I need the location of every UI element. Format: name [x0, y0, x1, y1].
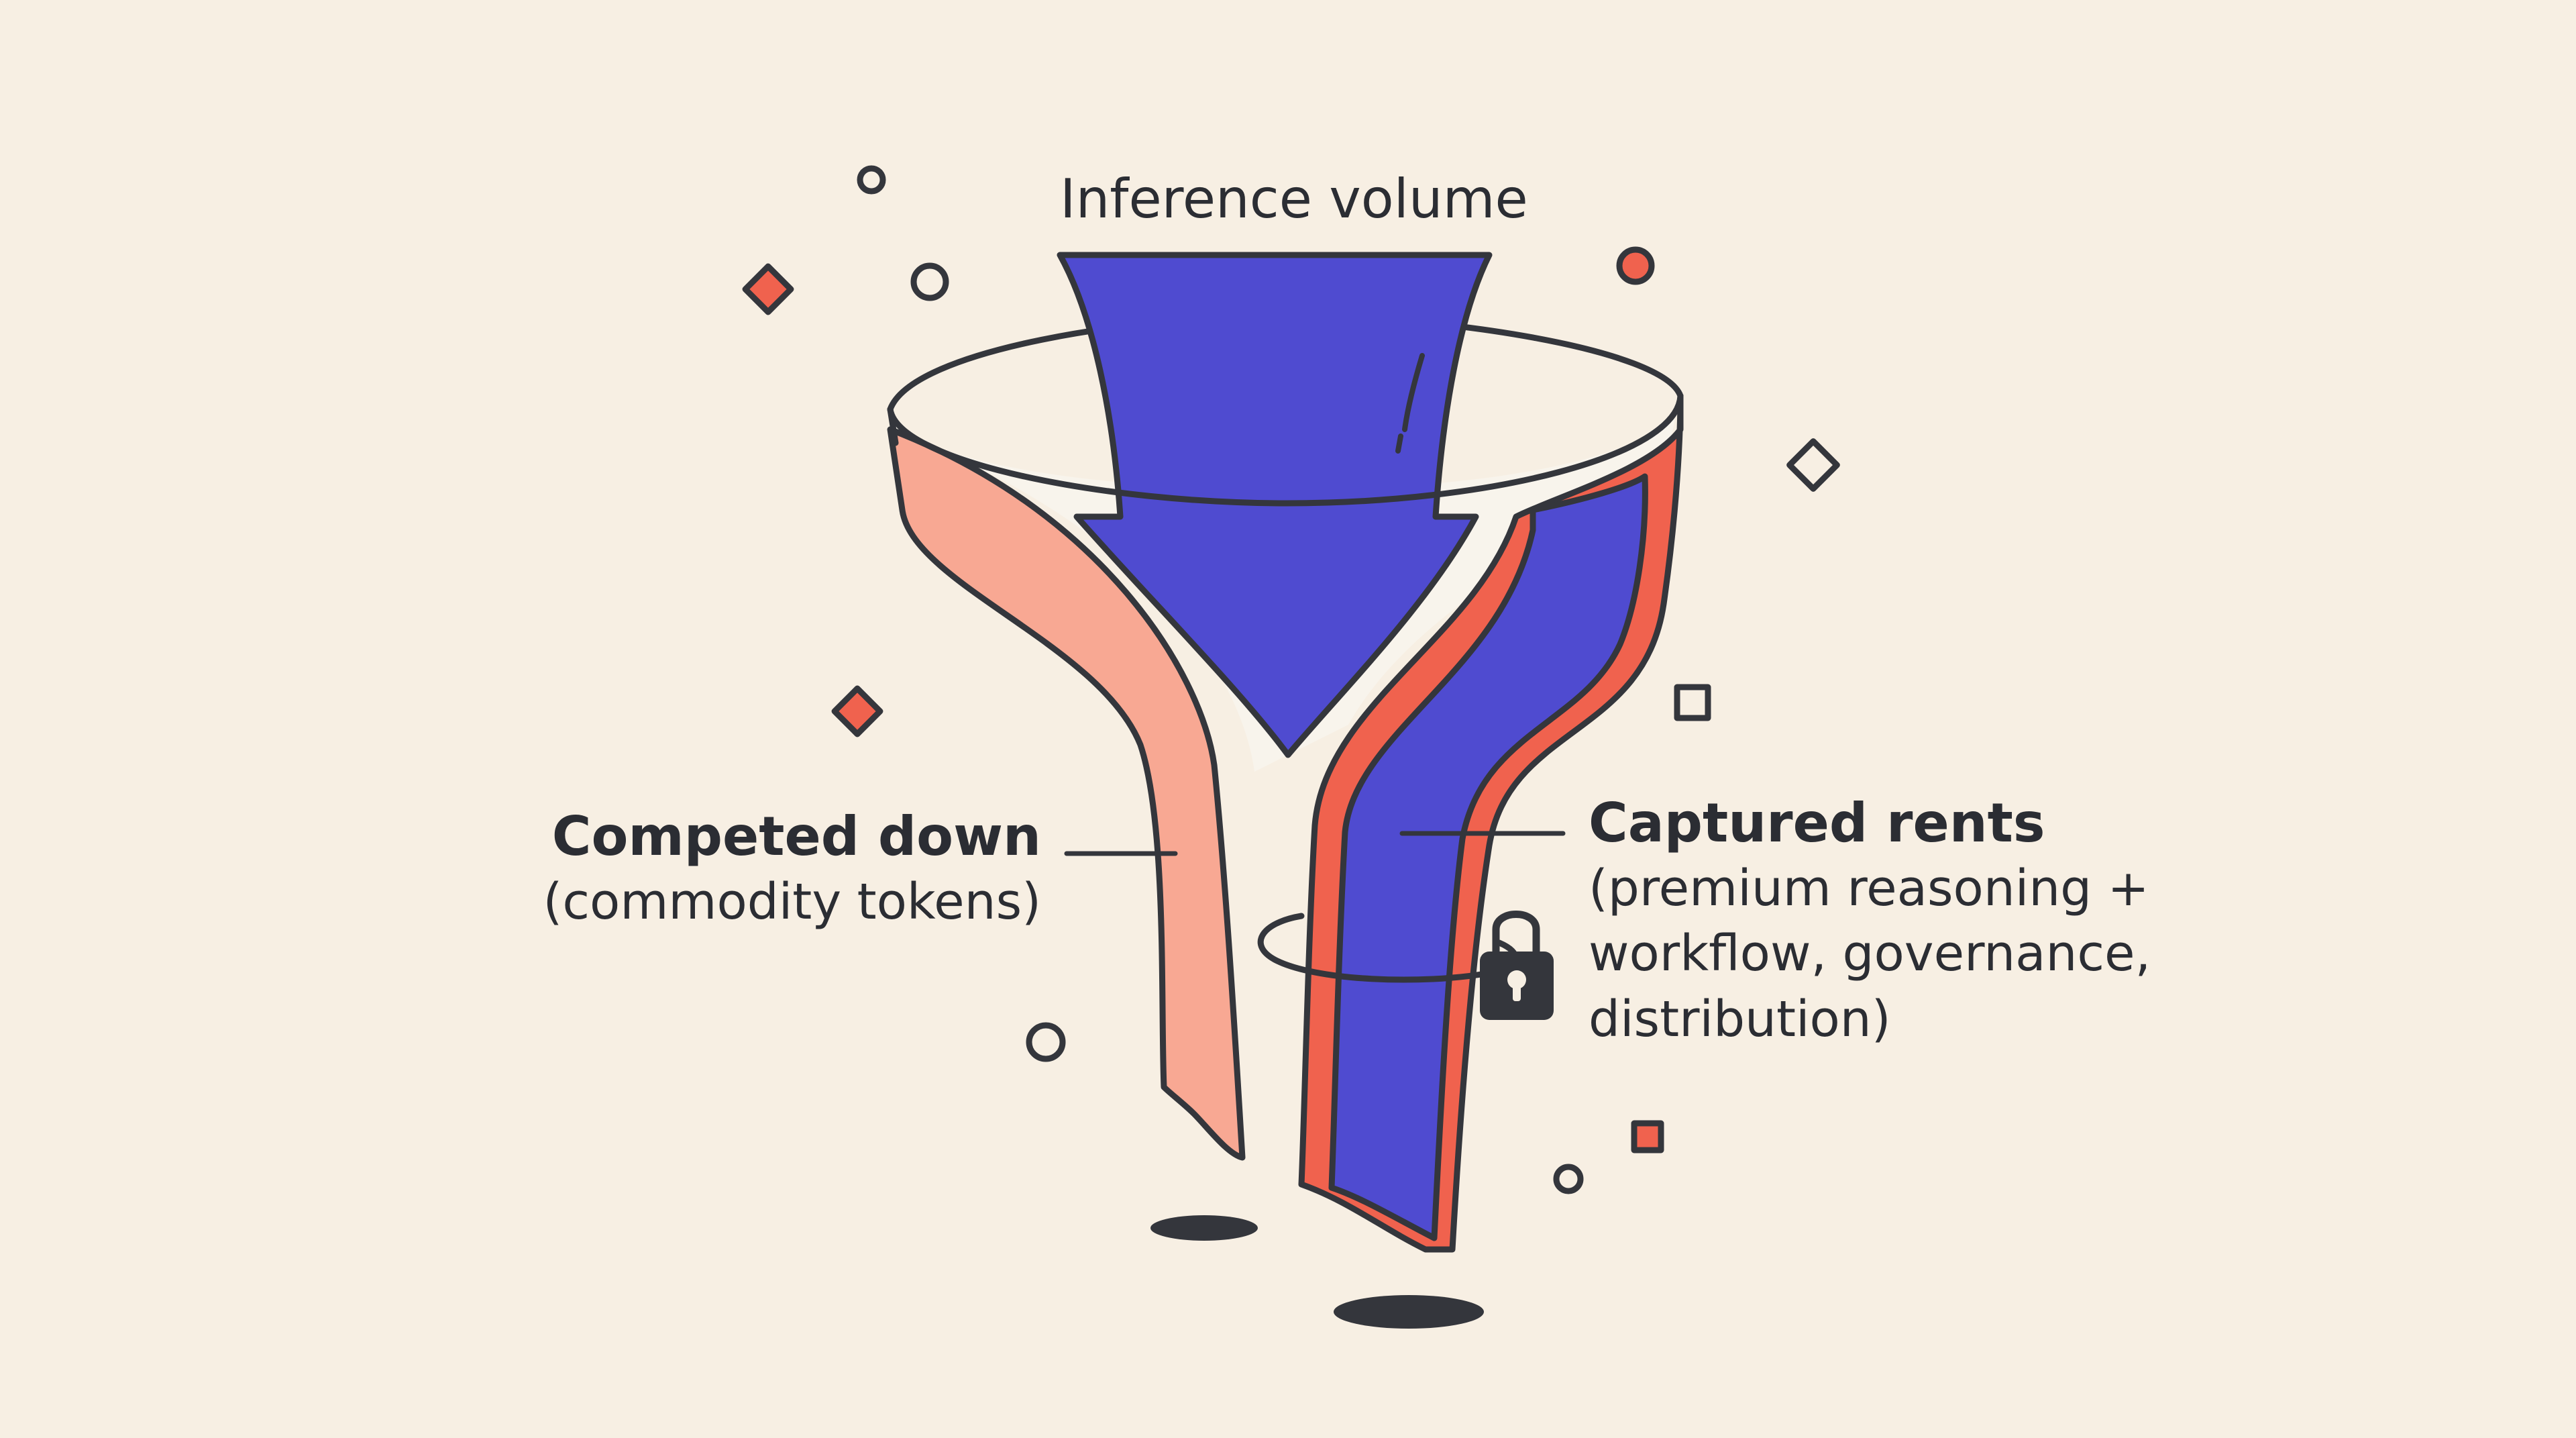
decorative-shapes [742, 165, 1840, 1194]
label-captured-rents: Captured rents (premium reasoning + work… [1589, 790, 2151, 1053]
lock-icon [1480, 911, 1554, 1020]
confetti-diamond [831, 685, 883, 737]
confetti-circle [857, 165, 886, 195]
confetti-square [1674, 684, 1711, 721]
drop-shadow-left [1150, 1215, 1258, 1241]
label-captured-rents-detail-line: (premium reasoning + [1589, 859, 2149, 917]
confetti-diamond [742, 263, 794, 315]
label-captured-rents-heading: Captured rents [1589, 792, 2045, 854]
confetti-circle [910, 262, 949, 301]
label-competed-down: Competed down (commodity tokens) [543, 804, 1042, 935]
diagram-title: Inference volume [1060, 168, 1528, 230]
confetti-circle [1026, 1022, 1066, 1062]
label-captured-rents-detail-line: distribution) [1589, 990, 1891, 1048]
confetti-square [1631, 1120, 1664, 1153]
confetti-circle [1553, 1164, 1584, 1194]
arrow-highlight [1395, 353, 1425, 454]
stream-captured-inner [1328, 473, 1648, 1241]
funnel-rim-left-edge [887, 406, 899, 446]
confetti-circle [1616, 246, 1655, 285]
label-competed-down-detail: (commodity tokens) [543, 872, 1042, 931]
label-competed-down-heading: Competed down [551, 805, 1041, 868]
drop-shadow-right [1334, 1295, 1484, 1329]
label-captured-rents-detail-line: workflow, governance, [1589, 925, 2151, 983]
funnel-rim-front [887, 393, 1684, 507]
confetti-diamond [1786, 438, 1840, 492]
stream-competed-down [887, 426, 1246, 1161]
